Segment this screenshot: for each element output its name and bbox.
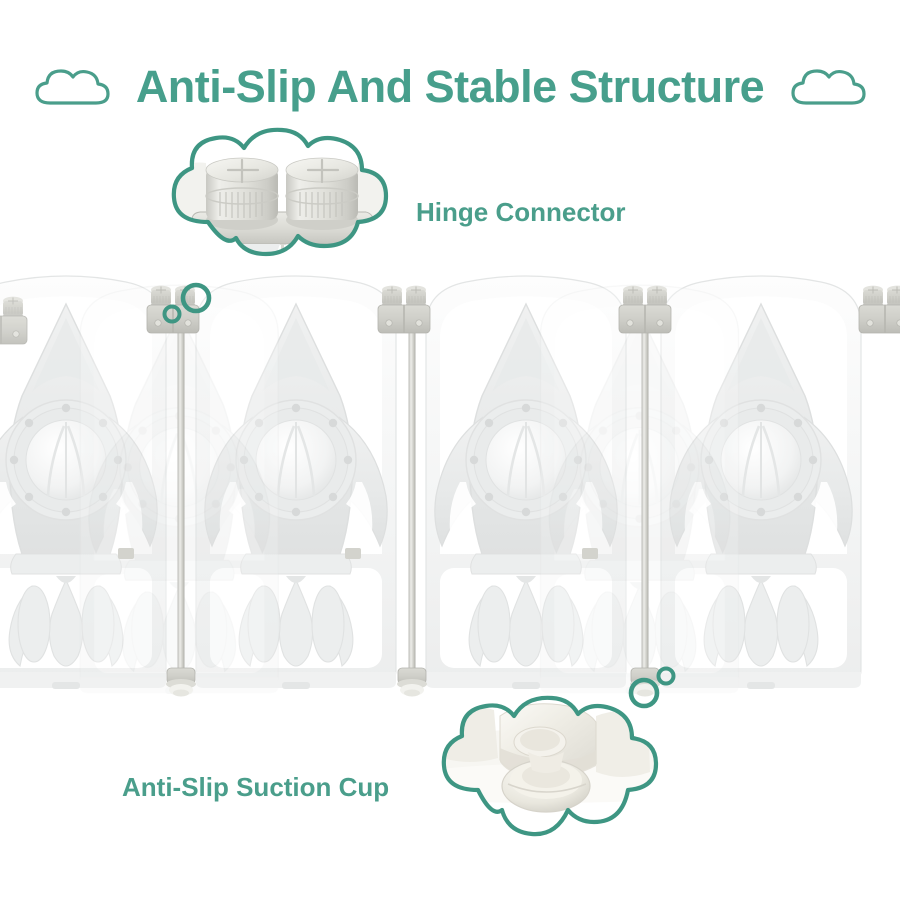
bubble-trail-icon bbox=[162, 304, 182, 324]
hinge-connector-label: Hinge Connector bbox=[416, 197, 626, 227]
suction-cup-photo bbox=[443, 697, 656, 835]
suction-cup-label: Anti-Slip Suction Cup bbox=[122, 772, 390, 802]
page-header: Anti-Slip And Stable Structure bbox=[0, 52, 900, 122]
suction-callout-bubble bbox=[441, 666, 676, 837]
cloud-icon bbox=[35, 69, 110, 105]
cloud-icon bbox=[791, 69, 866, 105]
hinge-callout-bubble bbox=[162, 127, 389, 324]
bubble-trail-icon bbox=[180, 282, 212, 314]
bubble-trail-icon bbox=[656, 666, 676, 686]
mid-rail-clips bbox=[118, 548, 598, 559]
bubble-trail-icon bbox=[628, 677, 660, 709]
page-title: Anti-Slip And Stable Structure bbox=[135, 61, 765, 112]
